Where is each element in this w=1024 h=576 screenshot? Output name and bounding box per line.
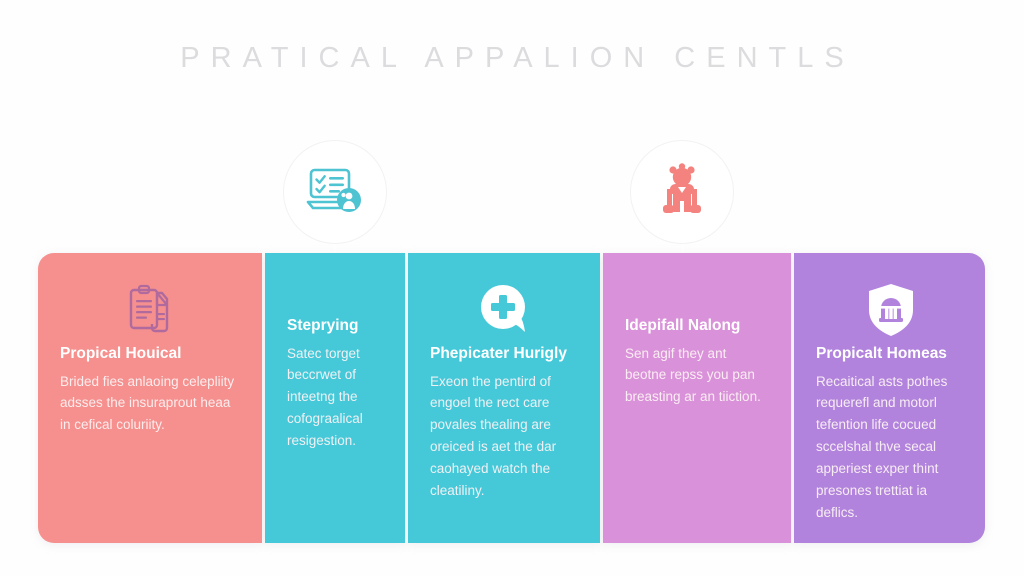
panel-phepicater-hurigly[interactable]: Phepicater Hurigly Exeon the pentird of … (408, 253, 600, 543)
badge-person-figure (630, 140, 734, 244)
panel-title: Propical Houical (60, 345, 182, 362)
page-title: PRATICAL APPALION CENTLS (180, 42, 855, 74)
panel-band: Propical Houical Brided fies anlaoing ce… (38, 253, 985, 543)
panel-propicalt-homeas[interactable]: Propicalt Homeas Recaitical asts pothes … (794, 253, 985, 543)
panel-title: Phepicater Hurigly (430, 345, 567, 362)
panel-title: Propicalt Homeas (816, 345, 947, 362)
panel-steprying[interactable]: Steprying Satec torget beccrwet of intee… (265, 253, 405, 543)
shield-building-icon (816, 279, 965, 341)
panel-body: Satec torget beccrwet of inteetng the co… (287, 345, 363, 449)
panel-body: Exeon the pentird of engoel the rect car… (430, 373, 557, 498)
panel-body: Sen agif they ant beotne repss you pan b… (625, 345, 761, 405)
medical-cross-bubble-icon (430, 279, 580, 341)
panel-idepifall-nalong[interactable]: Idepifall Nalong Sen agif they ant beotn… (603, 253, 791, 543)
panel-title: Steprying (287, 317, 359, 334)
panel-body: Recaitical asts pothes requerefl and mot… (816, 373, 948, 520)
laptop-checklist-user-icon (306, 164, 364, 221)
person-figure-icon (656, 162, 708, 223)
panel-title: Idepifall Nalong (625, 317, 741, 334)
clipboard-document-icon (60, 279, 242, 341)
panel-propical-houical[interactable]: Propical Houical Brided fies anlaoing ce… (38, 253, 262, 543)
badge-laptop-checklist (283, 140, 387, 244)
panel-body: Brided fies anlaoing celepliity adsses t… (60, 373, 235, 433)
